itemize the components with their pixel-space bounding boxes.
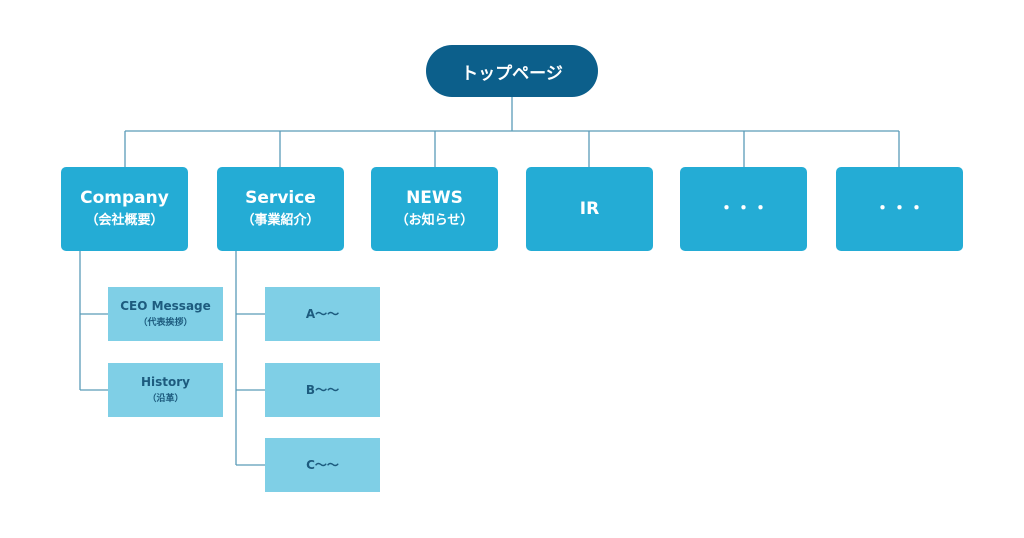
section-service[interactable]: Service （事業紹介） <box>217 167 344 251</box>
subpage-label: CEO Message <box>120 299 211 313</box>
root-label: トップページ <box>461 63 563 84</box>
section-label: IR <box>579 199 600 219</box>
subpage-sublabel: （沿革） <box>147 394 184 404</box>
section-label: NEWS <box>406 188 463 208</box>
subpage-service-b[interactable]: B〜〜 <box>265 363 380 417</box>
subpage-label: History <box>140 375 191 389</box>
section-sublabel: （お知らせ） <box>395 213 474 228</box>
subpage-label: A〜〜 <box>305 307 340 321</box>
section-label-ellipsis: ・・・ <box>874 199 925 219</box>
subpage-ceo-message[interactable]: CEO Message （代表挨拶） <box>108 287 223 341</box>
section-label: Service <box>245 188 316 208</box>
section-more-2[interactable]: ・・・ <box>836 167 963 251</box>
section-news[interactable]: NEWS （お知らせ） <box>371 167 498 251</box>
subpage-label: B〜〜 <box>305 383 340 397</box>
section-company[interactable]: Company （会社概要） <box>61 167 188 251</box>
section-more-1[interactable]: ・・・ <box>680 167 807 251</box>
section-sublabel: （会社概要） <box>85 213 164 228</box>
subpage-label: C〜〜 <box>306 458 339 472</box>
subpage-service-c[interactable]: C〜〜 <box>265 438 380 492</box>
section-ir[interactable]: IR <box>526 167 653 251</box>
subpage-sublabel: （代表挨拶） <box>138 318 193 328</box>
root-node-top-page[interactable]: トップページ <box>426 45 598 97</box>
subpage-service-a[interactable]: A〜〜 <box>265 287 380 341</box>
section-label: Company <box>80 188 169 208</box>
section-label-ellipsis: ・・・ <box>718 199 769 219</box>
subpage-history[interactable]: History （沿革） <box>108 363 223 417</box>
section-sublabel: （事業紹介） <box>241 213 320 228</box>
